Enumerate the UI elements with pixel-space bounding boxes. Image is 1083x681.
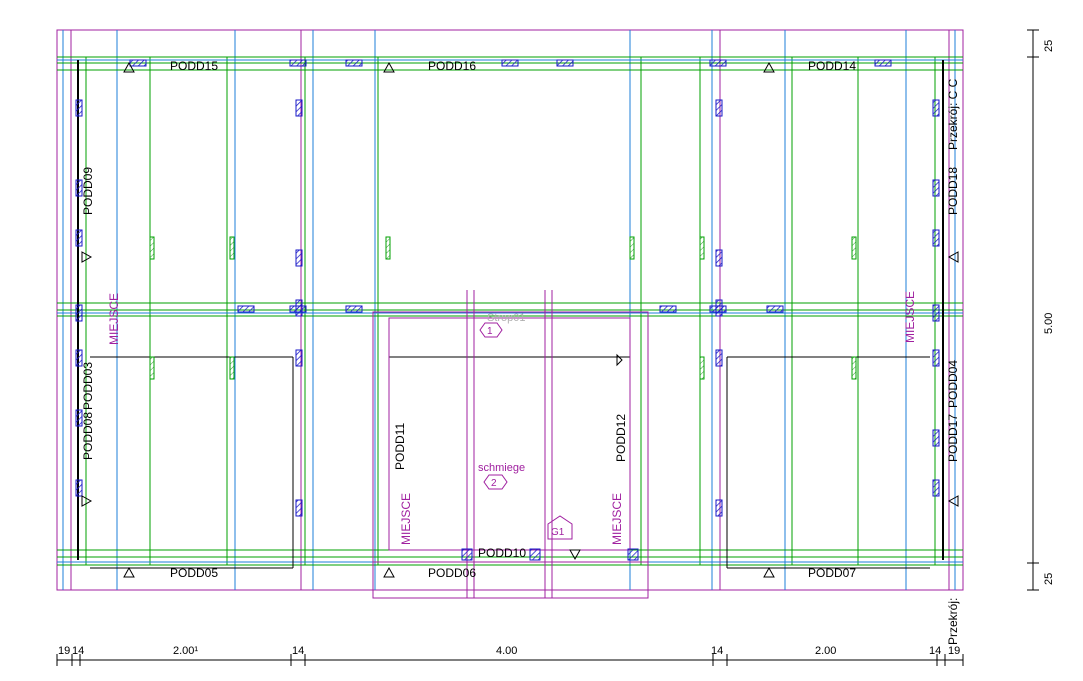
hatch-block — [932, 304, 940, 322]
dim-label: 14 — [929, 645, 941, 657]
dim-label: 19 — [948, 645, 960, 657]
hatch-block — [932, 229, 940, 247]
beam-label[interactable]: PODD11 — [393, 423, 407, 470]
hatch-block — [75, 409, 83, 427]
hatch-block — [627, 548, 639, 561]
beam-label[interactable]: PODD15 — [170, 59, 218, 73]
hatch-block — [715, 99, 723, 117]
wall-hatch — [149, 236, 155, 260]
hatch-block — [75, 179, 83, 197]
marker-2[interactable]: 2 — [491, 478, 497, 489]
marker-g1[interactable]: G1 — [551, 527, 565, 538]
hatch-block — [75, 229, 83, 247]
hatch-block — [75, 304, 83, 322]
beam-label[interactable]: PODD09 — [81, 167, 95, 215]
hatched-supports — [75, 59, 940, 561]
hatch-block — [529, 548, 541, 561]
place-label: MIEJSCE — [903, 291, 917, 343]
wall-hatch — [229, 356, 235, 380]
dim-label: 14 — [292, 645, 304, 657]
hatch-block — [715, 299, 723, 317]
beam-label[interactable]: PODD08 — [81, 412, 95, 460]
hatch-block — [345, 305, 363, 313]
dim-label: 25 — [1043, 573, 1055, 585]
hatch-block — [709, 59, 727, 67]
hatch-block — [932, 429, 940, 447]
beam-label[interactable]: PODD10 — [478, 546, 526, 560]
dim-label: 5.00 — [1043, 313, 1055, 334]
hatch-block — [295, 499, 303, 517]
place-label: MIEJSCE — [107, 293, 121, 345]
hatch-block — [75, 99, 83, 117]
slab-label: Strop01 — [487, 312, 526, 324]
hatch-block — [295, 249, 303, 267]
section-label-top[interactable]: Przekrój: C C — [946, 78, 960, 150]
dim-label: 14 — [711, 645, 723, 657]
dim-label: 25 — [1043, 40, 1055, 52]
dim-label: 14 — [72, 645, 84, 657]
marker-1[interactable]: 1 — [487, 326, 493, 337]
hatch-block — [75, 479, 83, 497]
hatch-block — [715, 249, 723, 267]
dim-label: 4.00 — [496, 645, 517, 657]
hatch-block — [237, 305, 255, 313]
support-triangles — [81, 61, 959, 578]
beam-label[interactable]: PODD12 — [614, 414, 628, 462]
hatch-block — [766, 305, 784, 313]
beam-label[interactable]: PODD14 — [808, 59, 856, 73]
hatch-block — [295, 299, 303, 317]
hatch-block — [461, 548, 473, 561]
markers — [479, 322, 573, 540]
hatch-block — [501, 59, 519, 67]
hatch-block — [345, 59, 363, 67]
wall-hatch — [699, 236, 705, 260]
beam-label[interactable]: PODD17 — [946, 414, 960, 462]
place-label: MIEJSCE — [399, 493, 413, 545]
hatch-block — [75, 349, 83, 367]
wall-hatch — [699, 356, 705, 380]
wall-hatch — [229, 236, 235, 260]
section-label-bottom[interactable]: Przekrój: — [946, 598, 960, 645]
hatch-block — [295, 349, 303, 367]
hatch-block — [715, 499, 723, 517]
beam-label[interactable]: PODD07 — [808, 566, 856, 580]
dim-label: 2.00 — [815, 645, 836, 657]
beam-label[interactable]: PODD04 — [946, 360, 960, 408]
wall-hatch — [629, 236, 635, 260]
beam-label[interactable]: PODD03 — [81, 362, 95, 410]
beam-label[interactable]: PODD18 — [946, 167, 960, 215]
hatch-block — [129, 59, 147, 67]
hatch-block — [932, 479, 940, 497]
hatch-block — [932, 99, 940, 117]
hatch-block — [295, 99, 303, 117]
hatch-block — [289, 59, 307, 67]
hatch-block — [715, 349, 723, 367]
right-dimension-line — [1027, 29, 1039, 591]
hatch-block — [874, 59, 892, 67]
beam-label[interactable]: PODD06 — [428, 566, 476, 580]
wall-hatch — [851, 236, 857, 260]
dim-label: 19 — [58, 645, 70, 657]
wall-hatch — [851, 356, 857, 380]
hatch-block — [659, 305, 677, 313]
hatch-block — [932, 179, 940, 197]
hatch-block — [556, 59, 574, 67]
grid-lines — [57, 56, 963, 566]
place-label: MIEJSCE — [610, 493, 624, 545]
beam-label[interactable]: PODD05 — [170, 566, 218, 580]
wall-hatch — [385, 236, 391, 260]
schmiege-label: schmiege — [478, 462, 525, 474]
dim-label: 2.00¹ — [173, 645, 198, 657]
hatch-block — [932, 349, 940, 367]
beam-label[interactable]: PODD16 — [428, 59, 476, 73]
wall-hatch — [149, 356, 155, 380]
